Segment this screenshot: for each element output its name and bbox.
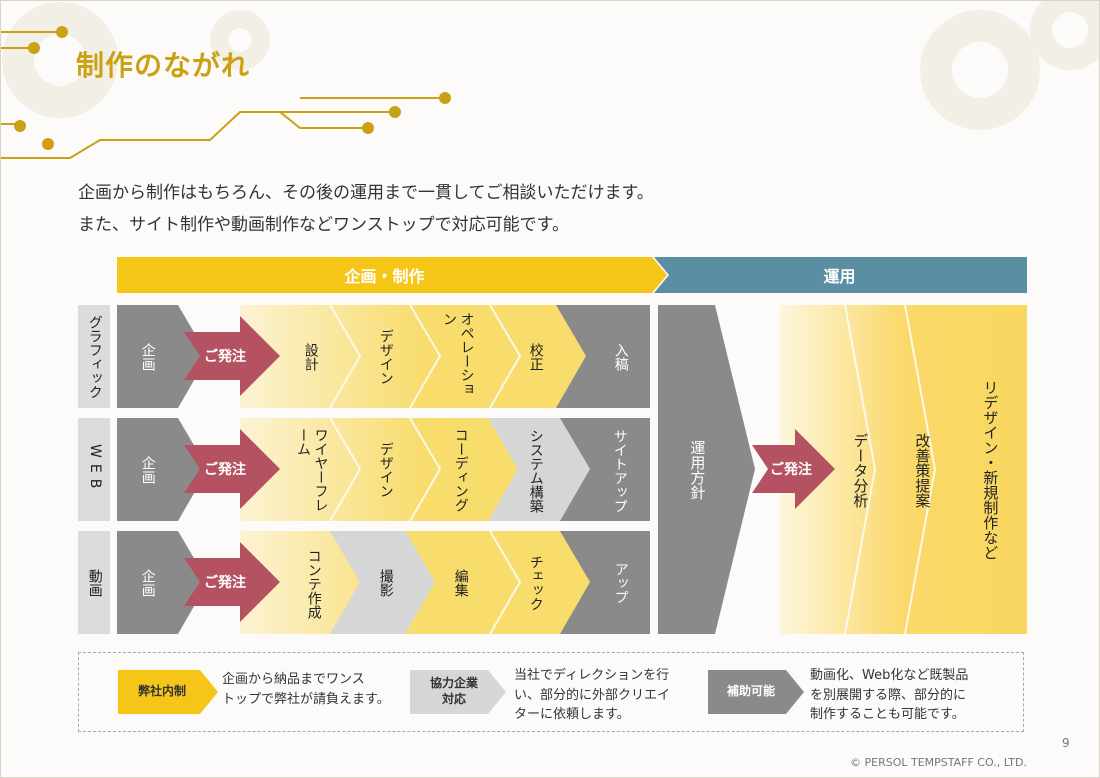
step-wireframe: ワイヤーフレーム	[295, 428, 329, 512]
flow-row-graphic	[117, 304, 650, 409]
step-submit	[556, 305, 650, 408]
circuit-nodes	[14, 26, 451, 150]
operation-step-improvement: 改善策提案	[913, 432, 932, 508]
legend-text-partner: 当社でディレクションを行い、部分的に外部クリエイターに依頼します。	[514, 668, 671, 722]
row-label-video: 動画	[78, 531, 110, 634]
plan-label: 企画	[139, 455, 156, 484]
step-storyboard: コンテ作成	[305, 548, 322, 619]
copyright: © PERSOL TEMPSTAFF CO., LTD.	[850, 756, 1027, 769]
step-operation: オペレーション	[441, 312, 475, 396]
row-label-graphic: グラフィック	[78, 305, 110, 408]
legend-badge-inhouse: 弊社内制	[137, 684, 186, 699]
phase-header	[117, 257, 1027, 293]
step-check: チェック	[527, 554, 544, 611]
order-label: ご発注	[770, 462, 812, 478]
step-system-build-label: システム構築	[527, 428, 544, 513]
operation-step-redesign: リデザイン・新規制作など	[981, 380, 1000, 560]
page-number: 9	[1062, 736, 1070, 750]
step-plan	[117, 418, 208, 521]
plan-label: 企画	[139, 568, 156, 597]
intro-line-1: 企画から制作はもちろん、その後の運用まで一貫してご相談いただけます。	[78, 183, 654, 203]
page-title: 制作のながれ	[76, 49, 251, 82]
legend-badges	[118, 670, 804, 714]
order-label: ご発注	[204, 462, 246, 478]
phase-production-label: 企画・制作	[344, 267, 425, 286]
step-site-up	[560, 418, 650, 521]
order-arrow	[752, 429, 835, 509]
step-plan	[117, 531, 208, 634]
step-submit-label: 入稿	[612, 342, 629, 371]
operation-step-analysis: データ分析	[851, 432, 870, 508]
legend-badge-partner: 協力企業対応	[429, 676, 478, 706]
intro-line-2: また、サイト制作や動画制作などワンストップで対応可能です。	[78, 215, 569, 235]
row-label-web: WEB	[78, 418, 110, 521]
order-arrow	[184, 316, 280, 396]
step-system-build	[488, 418, 590, 521]
phase-production-bar	[117, 257, 667, 293]
step-design: デザイン	[377, 328, 394, 385]
legend-text-support: 動画化、Web化など既製品を別展開する際、部分的に制作することも可能です。	[810, 668, 969, 722]
order-label: ご発注	[204, 575, 246, 591]
step-design: デザイン	[377, 441, 394, 498]
plan-label: 企画	[139, 342, 156, 371]
flow-operation	[658, 304, 1027, 635]
order-arrow	[184, 429, 280, 509]
step-shooting	[330, 531, 435, 634]
step-coding: コーディング	[452, 427, 469, 512]
order-arrow	[184, 542, 280, 622]
legend-box	[78, 652, 1024, 732]
step-upload	[560, 531, 650, 634]
step-design-plan: 設計	[302, 342, 319, 371]
step-site-up-label: サイトアップ	[611, 428, 628, 513]
phase-operation-label: 運用	[823, 267, 856, 286]
step-upload-label: アップ	[612, 561, 629, 604]
step-editing: 編集	[452, 568, 469, 597]
step-operation-policy	[658, 305, 755, 634]
step-proofing: 校正	[527, 342, 544, 371]
operation-policy-label: 運用方針	[688, 440, 707, 500]
circuit-lines	[0, 31, 445, 159]
step-plan	[117, 305, 208, 408]
phase-operation-bar	[654, 257, 1027, 293]
legend-badge-support: 補助可能	[726, 684, 775, 699]
legend-text-inhouse: 企画から納品までワンストップで弊社が請負えます。	[222, 672, 390, 707]
order-label: ご発注	[204, 349, 246, 365]
step-shooting-label: 撮影	[377, 568, 394, 597]
flow-row-web	[117, 417, 650, 522]
flow-row-video	[117, 530, 650, 635]
